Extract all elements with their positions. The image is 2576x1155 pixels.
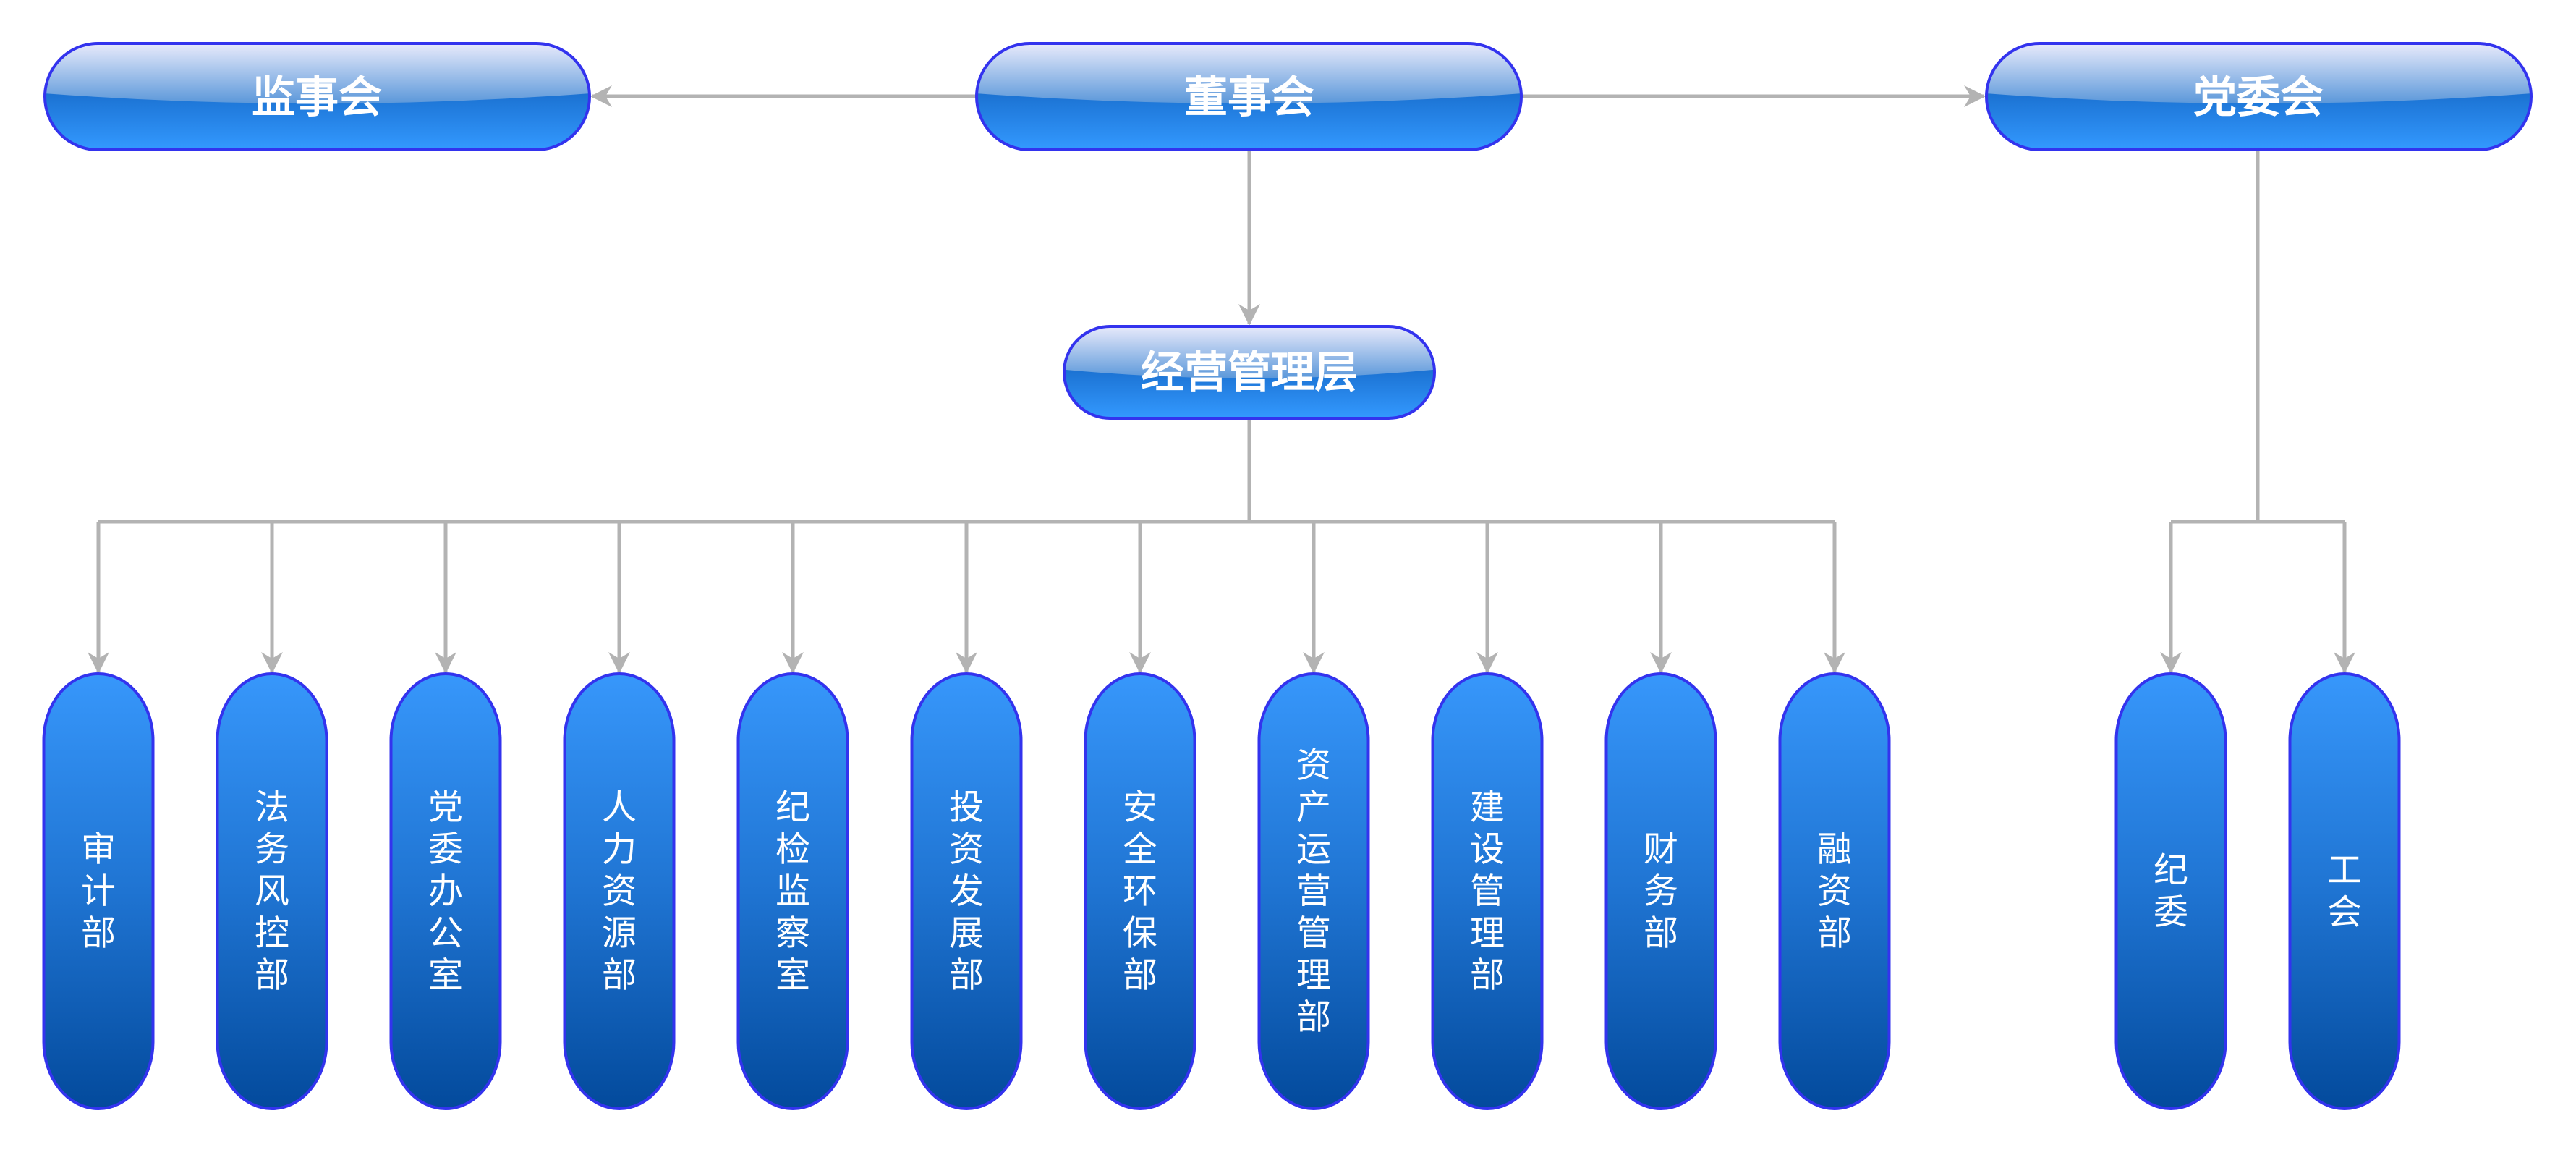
pill-label: 投资发展部 [949,787,984,996]
node-management[interactable]: 经营管理层 [1063,325,1436,420]
pill-body [736,672,849,1110]
pill-body [389,672,502,1110]
node-border [1063,325,1436,420]
party-units: 纪委 工会 [2114,672,2401,1110]
unit-pill[interactable]: 纪委 [2114,672,2227,1110]
pill-label: 融资部 [1817,829,1852,954]
pill-label: 安全环保部 [1123,787,1157,996]
unit-pill[interactable]: 建设管理部 [1431,672,1544,1110]
pill-body [910,672,1023,1110]
node-border [975,42,1523,151]
pill-label: 党委办公室 [428,787,463,996]
pill-body [1778,672,1891,1110]
pill-label: 人力资源部 [602,787,637,996]
node-gloss [1064,326,1434,378]
pill-body [1084,672,1196,1110]
node-gloss [1986,43,2531,104]
node-supervisory-board[interactable]: 监事会 [43,42,591,151]
node-gloss [977,43,1521,104]
pill-body [563,672,676,1110]
node-label: 董事会 [1184,72,1314,123]
pill-label: 建设管理部 [1470,787,1505,996]
party-unit-connectors [2160,150,2355,674]
departments: 审计部 法务风控部 党委办公室 人力资源部 纪检监察室 投资发展部 安全环保部 资产运营管理部… [42,672,1891,1110]
pill-label: 工会 [2327,850,2362,933]
node-label: 经营管理层 [1141,347,1358,398]
pill-label: 财务部 [1644,829,1678,954]
unit-pill[interactable]: 融资部 [1778,672,1891,1110]
pill-label: 审计部 [81,829,116,954]
pill-label: 纪检监察室 [775,787,810,996]
unit-pill[interactable]: 投资发展部 [910,672,1023,1110]
unit-pill[interactable]: 资产运营管理部 [1257,672,1370,1110]
pill-body [1257,672,1370,1110]
node-border [43,42,591,151]
node-party-committee[interactable]: 党委会 [1985,42,2533,151]
unit-pill[interactable]: 工会 [2288,672,2401,1110]
pill-body [1604,672,1717,1110]
unit-pill[interactable]: 安全环保部 [1084,672,1196,1110]
unit-pill[interactable]: 人力资源部 [563,672,676,1110]
unit-pill[interactable]: 审计部 [42,672,155,1110]
connectors [88,85,2355,674]
unit-pill[interactable]: 党委办公室 [389,672,502,1110]
unit-pill[interactable]: 财务部 [1604,672,1717,1110]
node-label: 党委会 [2193,72,2324,123]
node-border [1985,42,2533,151]
pill-label: 资产运营管理部 [1296,745,1331,1038]
pill-body [42,672,155,1110]
pill-body [2114,672,2227,1110]
node-board-of-directors[interactable]: 董事会 [975,42,1523,151]
pill-body [1431,672,1544,1110]
pill-body [216,672,328,1110]
node-label: 监事会 [252,72,382,123]
unit-pill[interactable]: 法务风控部 [216,672,328,1110]
node-gloss [45,43,590,104]
pill-label: 纪委 [2154,850,2188,933]
department-connectors [88,418,1845,674]
pill-label: 法务风控部 [255,787,289,996]
pill-body [2288,672,2401,1110]
unit-pill[interactable]: 纪检监察室 [736,672,849,1110]
